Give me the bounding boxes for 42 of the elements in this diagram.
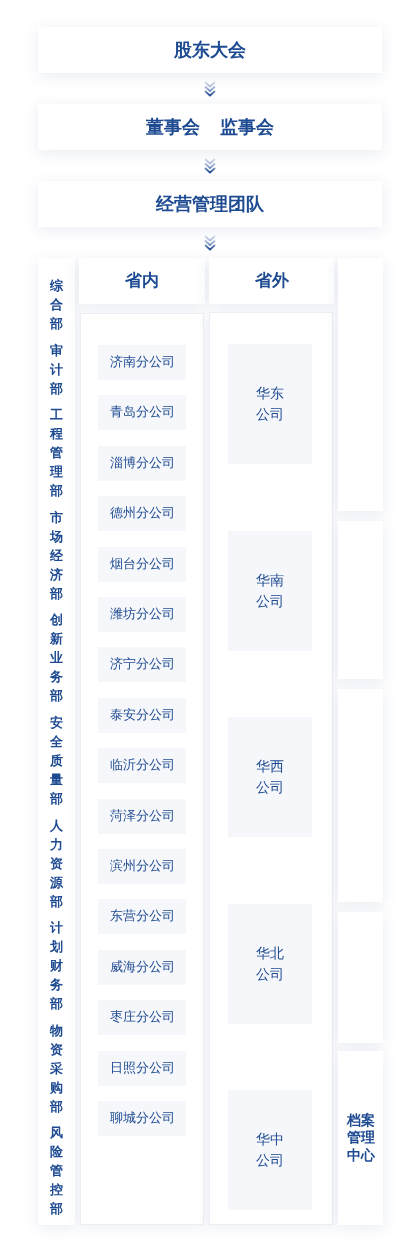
heading-text: 董事会 [146,115,200,139]
heading-box: 经营管理团队 [38,181,382,227]
branch-box: 枣庄分公司 [98,1000,186,1035]
branch-box: 威海分公司 [98,950,186,985]
branch-box: 济宁分公司 [98,647,186,682]
department-label: 工程管理部 [50,406,63,501]
department-label: 风险管控部 [50,1124,63,1219]
department-label: 安全质量部 [50,713,63,808]
column-header: 省外 [209,258,334,304]
region-box: 华中公司 [228,1090,312,1210]
region-box: 华南公司 [228,531,312,651]
department-label: 创新业务部 [50,611,63,706]
branch-box: 潍坊分公司 [98,597,186,632]
department-label: 综合部 [50,277,63,333]
branch-box: 日照分公司 [98,1051,186,1086]
branch-box: 聊城分公司 [98,1101,186,1136]
department-label: 计划财务部 [50,919,63,1014]
region-box: 华西公司 [228,717,312,837]
branch-box: 济南分公司 [98,345,186,380]
side-box: 档案管理中心 [338,1051,383,1225]
branch-box: 泰安分公司 [98,698,186,733]
branch-box: 烟台分公司 [98,547,186,582]
chevron-arrow [204,158,216,174]
column-panel [209,312,333,1225]
chevron-arrow [204,235,216,251]
department-label: 人力资源部 [50,816,63,911]
branch-box: 临沂分公司 [98,748,186,783]
chevron-arrow [204,81,216,97]
branch-box: 德州分公司 [98,496,186,531]
region-box: 华东公司 [228,344,312,464]
branch-box: 菏泽分公司 [98,799,186,834]
branch-box: 青岛分公司 [98,395,186,430]
department-label: 市场经济部 [50,508,63,603]
branch-box: 淄博分公司 [98,446,186,481]
heading-text: 监事会 [220,115,274,139]
region-box: 华北公司 [228,904,312,1024]
column-header: 省内 [79,258,205,304]
branch-box: 东营分公司 [98,899,186,934]
heading-box: 股东大会 [38,27,382,73]
department-label: 物资采购部 [50,1021,63,1116]
department-label: 审计部 [50,341,63,398]
branch-box: 滨州分公司 [98,849,186,884]
